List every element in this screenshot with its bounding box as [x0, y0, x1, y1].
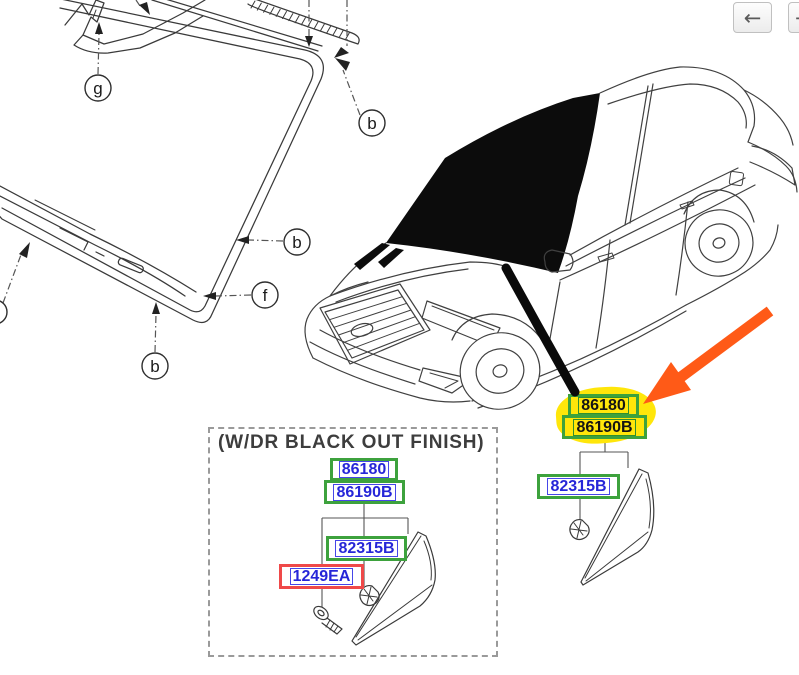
forward-button[interactable]: → [788, 2, 799, 33]
grille [319, 283, 431, 365]
callout-b-1-label: b [367, 114, 376, 133]
part-number: 82315B [335, 540, 398, 557]
callout-partial-left [0, 300, 8, 324]
windshield-drawing [0, 0, 360, 324]
part-number: 1249EA [289, 568, 354, 585]
clip-part-side [569, 518, 590, 541]
garnish-part-side [580, 468, 655, 586]
part-label-86180-selected[interactable]: 86180 [568, 394, 639, 417]
callout-b-3[interactable]: b [141, 352, 169, 380]
clip-part-inset [359, 584, 380, 607]
leader-arrowheads [19, 2, 350, 314]
callout-g-label: g [93, 79, 102, 98]
part-number: 86190B [333, 483, 396, 501]
callout-b-3-label: b [150, 357, 159, 376]
leader-lines [2, 0, 361, 353]
part-label-86190B-inset[interactable]: 86190B [324, 480, 405, 504]
front-wheel [459, 332, 541, 410]
part-label-86190B-selected[interactable]: 86190B [562, 415, 647, 439]
part-number: 86180 [338, 461, 390, 478]
blackout-finish-inset: (W/DR BLACK OUT FINISH) [208, 427, 498, 657]
fastener-parts [313, 468, 655, 646]
fog-lamp [418, 367, 473, 394]
forward-arrow-icon: → [795, 6, 799, 30]
part-number: 86190B [573, 418, 636, 436]
part-label-1249EA-inset[interactable]: 1249EA [279, 564, 364, 589]
callout-f[interactable]: f [251, 281, 279, 309]
garnish-part-inset [351, 531, 436, 646]
callout-b-2[interactable]: b [283, 228, 311, 256]
part-label-82315B-inset[interactable]: 82315B [326, 536, 407, 561]
callout-f-label: f [263, 286, 268, 305]
screw-part [313, 605, 343, 635]
part-label-82315B-side[interactable]: 82315B [537, 474, 620, 499]
back-button[interactable]: ← [733, 2, 772, 33]
bracket-part [64, 0, 206, 54]
callout-g[interactable]: g [84, 74, 112, 102]
callout-b-1[interactable]: b [358, 109, 386, 137]
part-number: 86180 [578, 397, 629, 414]
part-label-86180-inset[interactable]: 86180 [330, 458, 398, 481]
rear-wheel [684, 209, 754, 277]
back-arrow-icon: ← [743, 5, 762, 30]
callout-b-2-label: b [292, 233, 301, 252]
windshield-blackout [386, 93, 600, 273]
part-number: 82315B [547, 478, 610, 495]
inset-title: (W/DR BLACK OUT FINISH) [218, 432, 485, 453]
